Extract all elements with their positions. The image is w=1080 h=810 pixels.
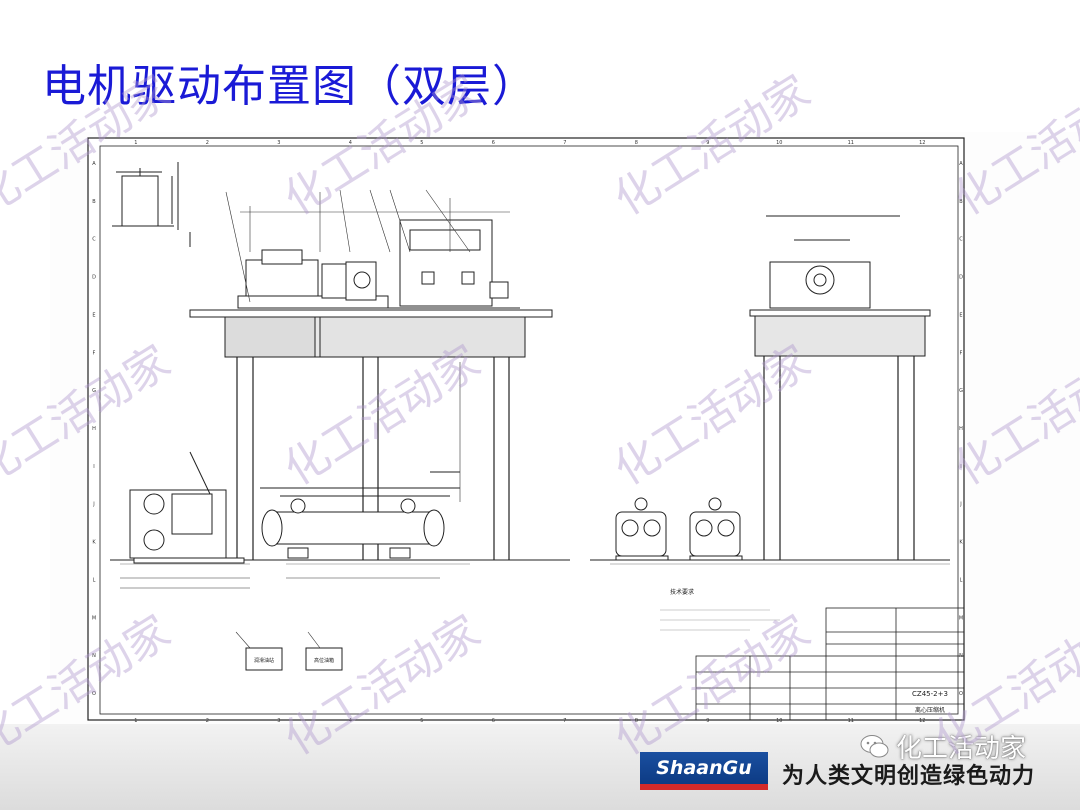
border-number: 8 — [635, 718, 638, 724]
border-number: 12 — [919, 140, 925, 146]
border-letter: A — [959, 161, 963, 167]
drawing-frame — [87, 137, 965, 721]
wechat-badge: 化工活动家 — [860, 728, 1026, 765]
dimension-lines-lower — [120, 362, 461, 589]
border-letter: H — [959, 426, 963, 432]
border-number: 5 — [420, 718, 423, 724]
border-number: 4 — [349, 140, 352, 146]
border-letter: G — [959, 388, 963, 394]
border-letter: A — [92, 161, 96, 167]
border-number: 11 — [848, 718, 854, 724]
cooler-side-views — [615, 497, 743, 561]
border-letter: K — [959, 540, 963, 546]
border-number: 9 — [706, 718, 709, 724]
title-block-name: 离心压缩机 — [915, 706, 945, 714]
border-number: 7 — [563, 140, 566, 146]
border-number: 10 — [776, 140, 782, 146]
border-letter: K — [92, 540, 96, 546]
border-letter: F — [93, 350, 96, 356]
border-number: 5 — [420, 140, 423, 146]
border-letter: D — [959, 275, 963, 281]
drawing-inner-frame — [99, 145, 959, 715]
border-letter: M — [959, 615, 963, 621]
slide-title: 电机驱动布置图（双层） — [42, 61, 537, 112]
border-letter: C — [92, 237, 96, 243]
border-letter: G — [92, 388, 96, 394]
box-left-label: 润滑油站 — [254, 657, 274, 664]
technical-notes: 技术要求 — [660, 588, 780, 631]
logo-text: ShaanGu — [656, 757, 752, 779]
border-number: 8 — [635, 140, 638, 146]
oil-station — [129, 451, 245, 564]
wechat-label: 化工活动家 — [896, 734, 1027, 764]
border-letter: H — [92, 426, 96, 432]
border-number: 11 — [848, 140, 854, 146]
border-letter: I — [93, 464, 94, 470]
border-letter: O — [92, 691, 96, 697]
border-letter: L — [93, 578, 96, 584]
upper-platform-right — [749, 215, 931, 357]
border-letter: B — [92, 199, 96, 205]
border-letter: N — [92, 653, 96, 659]
border-letter: E — [92, 312, 95, 318]
border-number: 4 — [349, 718, 352, 724]
tech-req-title: 技术要求 — [670, 588, 694, 596]
border-letter: B — [959, 199, 963, 205]
border-letter: D — [92, 275, 96, 281]
border-letter: M — [92, 615, 96, 621]
border-number: 1 — [134, 140, 137, 146]
border-number: 10 — [776, 718, 782, 724]
dimension-lines-upper — [225, 189, 510, 303]
top-tank — [112, 162, 191, 247]
border-number: 9 — [706, 140, 709, 146]
border-letter: O — [959, 691, 963, 697]
border-number: 7 — [563, 718, 566, 724]
support-columns-right — [763, 356, 915, 560]
company-slogan: 为人类文明创造绿色动力 — [782, 764, 1036, 789]
border-letter: J — [959, 502, 961, 508]
title-block — [695, 607, 965, 721]
title-block-model: CZ45-2+3 — [912, 690, 948, 698]
border-letter: L — [960, 578, 963, 584]
border-number: 1 — [134, 718, 137, 724]
shaangu-logo: ShaanGu — [640, 752, 768, 790]
border-letter: F — [960, 350, 963, 356]
border-number: 3 — [277, 140, 280, 146]
legend-boxes: 润滑油站 高位油箱 — [235, 631, 343, 671]
border-letter: C — [959, 237, 963, 243]
border-number: 12 — [919, 718, 925, 724]
upper-platform-left — [189, 309, 553, 358]
border-number: 6 — [492, 140, 495, 146]
box-right-label: 高位油箱 — [314, 657, 334, 664]
border-number: 6 — [492, 718, 495, 724]
compressor-train — [237, 219, 520, 309]
footer-band — [0, 724, 1080, 810]
border-number: 2 — [206, 718, 209, 724]
border-letter: J — [92, 502, 94, 508]
heat-exchanger — [260, 471, 460, 559]
border-letter: E — [959, 312, 962, 318]
border-number: 3 — [277, 718, 280, 724]
wechat-icon — [860, 734, 890, 760]
border-number: 2 — [206, 140, 209, 146]
border-letter: I — [960, 464, 961, 470]
